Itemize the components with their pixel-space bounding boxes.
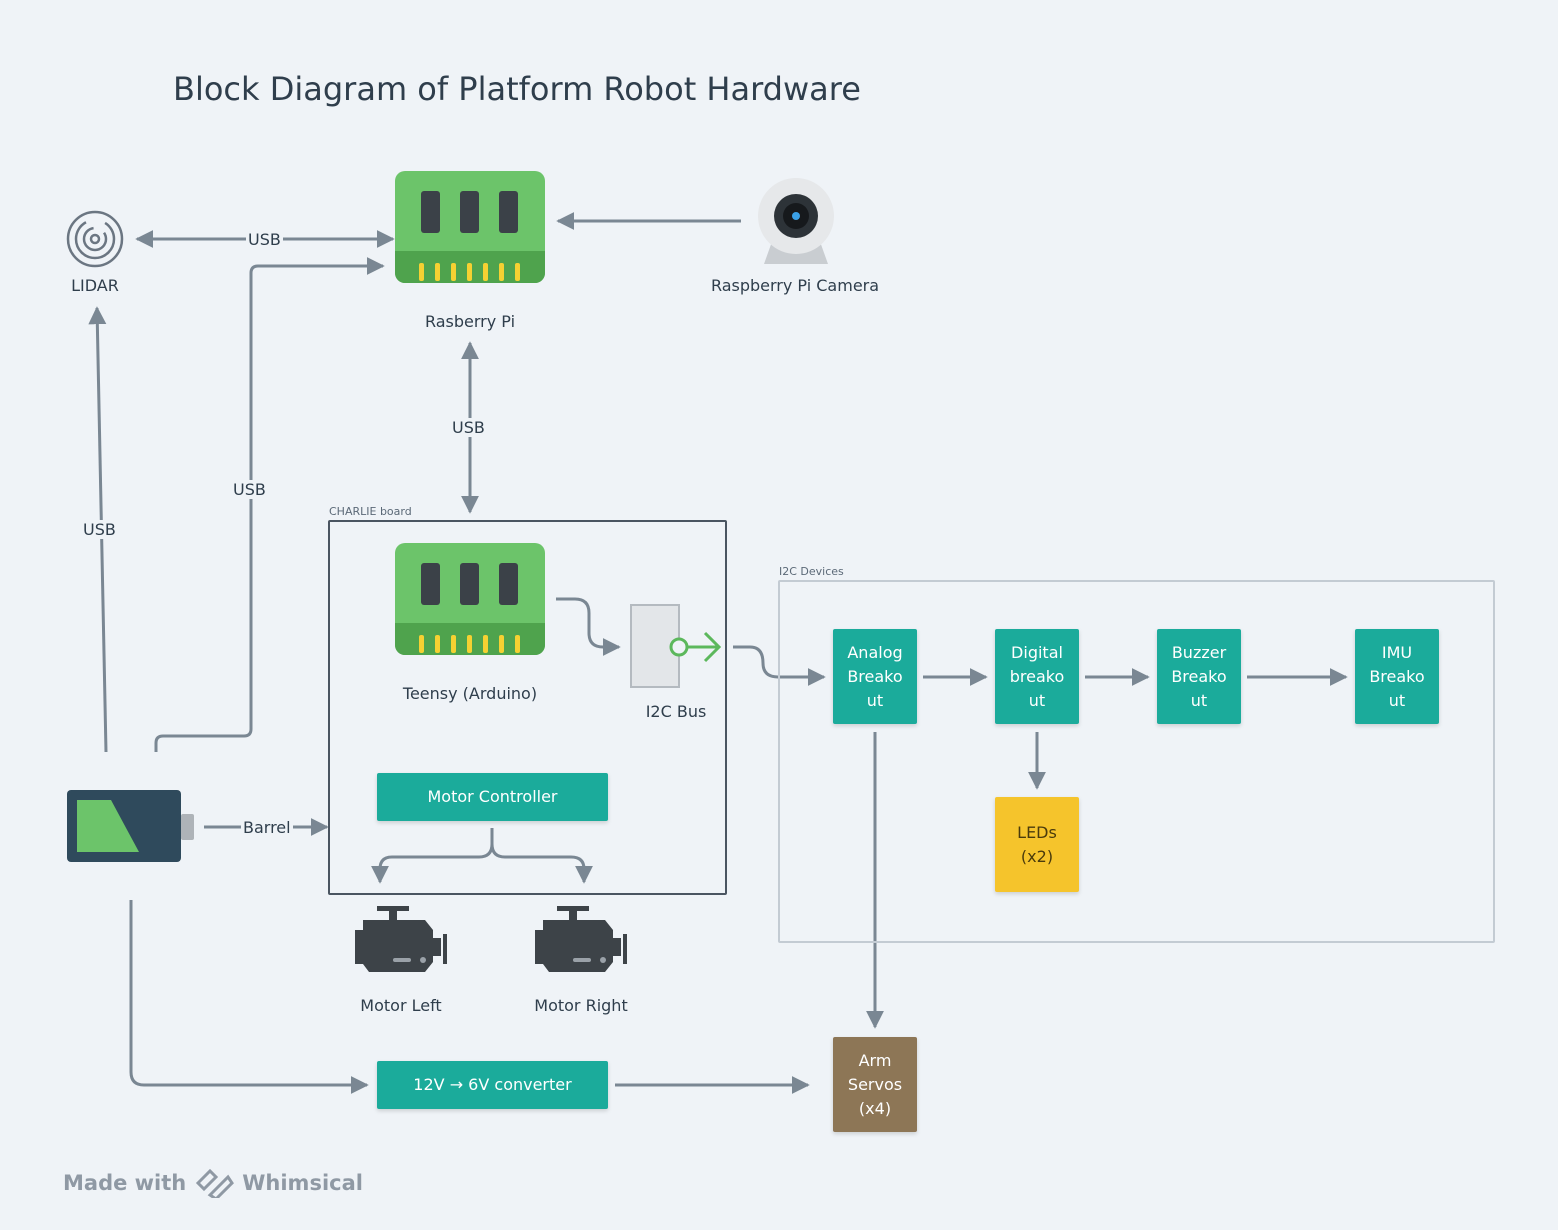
lidar-icon (66, 210, 124, 268)
teensy-label: Teensy (Arduino) (402, 684, 538, 703)
i2c-bus-icon (630, 604, 722, 688)
whimsical-brand-text: Whimsical (242, 1171, 363, 1195)
charlie-board-frame (328, 520, 727, 895)
made-with-whimsical-badge[interactable]: Made with Whimsical (63, 1168, 363, 1198)
usb-label-pi-teensy: USB (450, 418, 487, 437)
usb-label-battery-pi: USB (231, 480, 268, 499)
motor-left-icon (355, 906, 447, 972)
wire-teensy-i2c (556, 597, 621, 656)
barrel-label: Barrel (241, 818, 293, 837)
teensy-chip-icon (395, 543, 545, 655)
i2c-bus-label: I2C Bus (645, 702, 707, 721)
motor-controller-node: Motor Controller (377, 773, 608, 821)
wire-battery-pi (154, 257, 385, 752)
usb-label-lidar-pi: USB (246, 230, 283, 249)
made-with-text: Made with (63, 1171, 187, 1195)
arm-servos-node: Arm Servos (x4) (833, 1037, 917, 1132)
motor-left-label: Motor Left (360, 996, 442, 1015)
whimsical-logo-icon (196, 1168, 235, 1198)
wire-i2c-analog (733, 645, 826, 686)
i2c-devices-frame (778, 580, 1495, 943)
motor-right-icon (535, 906, 627, 972)
camera-label: Raspberry Pi Camera (710, 276, 880, 295)
group-label-i2c-devices: I2C Devices (779, 565, 844, 578)
wire-mc-right (490, 843, 593, 884)
digital-breakout-node: Digital breako ut (995, 629, 1079, 724)
analog-breakout-node: Analog Breako ut (833, 629, 917, 724)
raspberry-pi-label: Rasberry Pi (424, 312, 516, 331)
converter-node: 12V → 6V converter (377, 1061, 608, 1109)
buzzer-breakout-node: Buzzer Breako ut (1157, 629, 1241, 724)
motor-right-label: Motor Right (534, 996, 628, 1015)
group-label-charlie-board: CHARLIE board (329, 505, 412, 518)
imu-breakout-node: IMU Breako ut (1355, 629, 1439, 724)
wire-battery-converter (129, 900, 369, 1094)
lidar-label: LIDAR (71, 276, 119, 295)
raspberry-pi-chip-icon (395, 171, 545, 283)
usb-label-battery-lidar: USB (81, 520, 118, 539)
diagram-title: Block Diagram of Platform Robot Hardware (173, 70, 861, 108)
camera-icon (758, 178, 834, 264)
leds-node: LEDs (x2) (995, 797, 1079, 892)
battery-icon (67, 790, 194, 862)
